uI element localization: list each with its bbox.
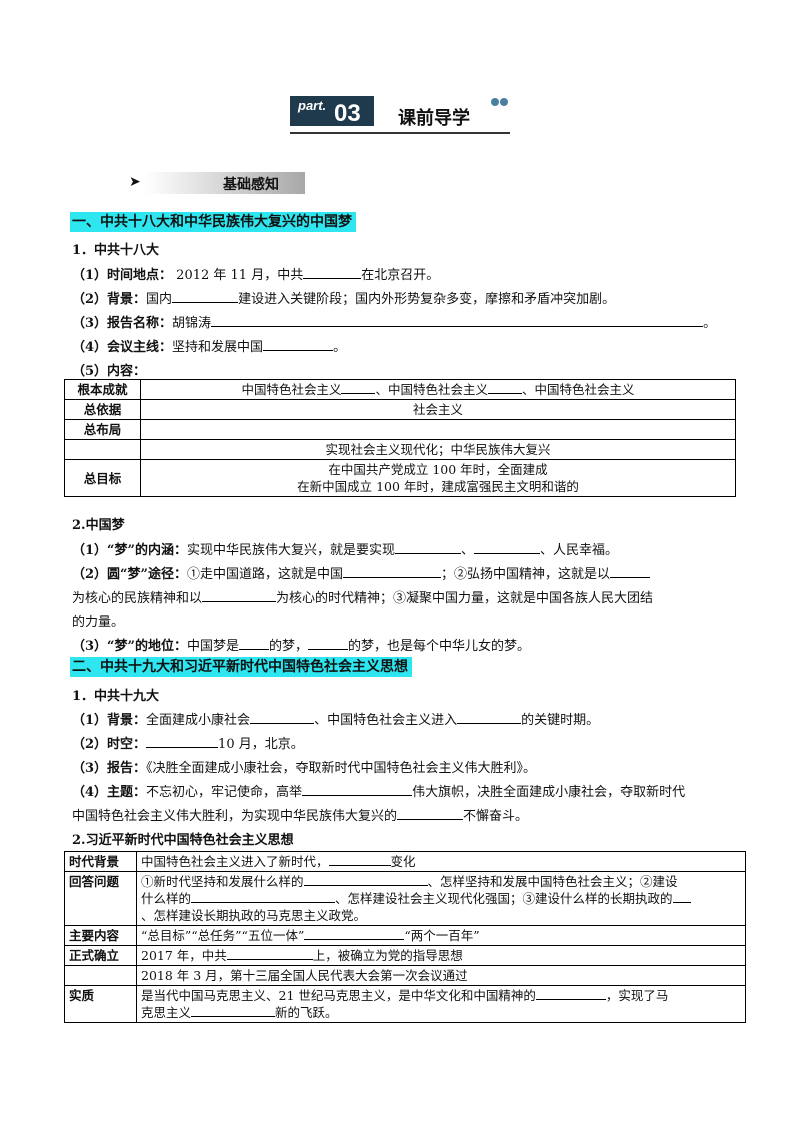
subheading: 1．中共十九大: [72, 689, 160, 704]
label: （3）报告名称：: [72, 316, 173, 331]
page-title: 课前导学: [398, 108, 470, 129]
table-row: 2018 年 3 月，第十三届全国人民代表大会第一次会议通过: [64, 965, 746, 986]
section-banner: ➤ 基础感知: [127, 172, 305, 194]
s2-table: 时代背景 中国特色社会主义进入了新时代，变化 回答问题 ①新时代坚持和发展什么样…: [64, 851, 746, 1023]
s1-dream-2: （2）圆“梦”途径：①走中国道路，这就是中国；②弘扬中国精神，这就是以: [72, 563, 651, 582]
s2-line-1: （1）背景：全面建成小康社会、中国特色社会主义进入的关键时期。: [72, 713, 600, 728]
subheading: 1．中共十八大: [72, 243, 160, 258]
part-number: 03: [334, 100, 361, 127]
decor-dots-icon: [490, 96, 510, 112]
s1-line-1: （1）时间地点： 2012 年 11 月，中共在北京召开。: [72, 266, 440, 283]
table-row: 时代背景 中国特色社会主义进入了新时代，变化: [64, 851, 746, 872]
table-row: 总布局: [64, 419, 736, 440]
s1-line-3: （3）报告名称：胡锦涛。: [72, 314, 717, 331]
table-row: 实质 是当代中国马克思主义、21 世纪马克思主义，是中华文化和中国精神的，实现了…: [64, 985, 746, 1023]
s1-line-5: （5）内容：: [72, 364, 147, 379]
s1-table: 根本成就 中国特色社会主义、中国特色社会主义、中国特色社会主义 总依据社会主义 …: [64, 379, 736, 497]
section-banner-title: 基础感知: [223, 177, 279, 193]
subheading: 2.习近平新时代中国特色社会主义思想: [72, 833, 294, 848]
s2-line-2: （2）时空：10 月，北京。: [72, 737, 304, 752]
part-header: part. 03 课前导学: [290, 96, 510, 138]
blank: [263, 338, 334, 351]
section-heading-2: 二、中共十九大和习近平新时代中国特色社会主义思想: [70, 657, 412, 677]
subheading: 2.中国梦: [72, 518, 125, 533]
table-row: 正式确立 2017 年，中共上，被确立为党的指导思想: [64, 945, 746, 966]
s2-line-3: （3）报告：《决胜全面建成小康社会，夺取新时代中国特色社会主义伟大胜利》。: [72, 761, 537, 776]
blank: [303, 266, 362, 279]
s2-line-4b: 中国特色社会主义伟大胜利，为实现中华民族伟大复兴的不懈奋斗。: [72, 809, 529, 824]
section-heading-1: 一、中共十八大和中华民族伟大复兴的中国梦: [70, 212, 356, 232]
table-row: 总目标 在中国共产党成立 100 年时，全面建成在新中国成立 100 年时，建成…: [64, 459, 736, 497]
table-row: 实现社会主义现代化；中华民族伟大复兴: [64, 439, 736, 460]
s1-line-2: （2）背景：国内建设进入关键阶段；国内外形势复杂多变，摩擦和矛盾冲突加剧。: [72, 290, 616, 307]
blank: [172, 290, 239, 303]
s2-line-4: （4）主题：不忘初心，牢记使命，高举伟大旗帜，决胜全面建成小康社会，夺取新时代: [72, 785, 686, 800]
table-row: 根本成就 中国特色社会主义、中国特色社会主义、中国特色社会主义: [64, 379, 736, 400]
header-rule: [290, 132, 510, 134]
part-label: part.: [298, 98, 327, 113]
s1-dream-1: （1）“梦”的内涵：实现中华民族伟大复兴，就是要实现、、人民幸福。: [72, 543, 619, 558]
table-row: 回答问题 ①新时代坚持和发展什么样的、怎样坚持和发展中国特色社会主义；②建设 什…: [64, 871, 746, 926]
s1-dream-2b: 为核心的民族精神和以为核心的时代精神；③凝聚中国力量，这就是中国各族人民大团结: [72, 591, 654, 606]
part-badge: [290, 96, 374, 126]
s1-line-4: （4）会议主线：坚持和发展中国。: [72, 338, 347, 355]
table-row: 主要内容 “总目标”“总任务”“五位一体”“两个一百年”: [64, 925, 746, 946]
s1-dream-3: （3）“梦”的地位：中国梦是的梦，的梦，也是每个中华儿女的梦。: [72, 639, 531, 654]
label: （4）会议主线：: [72, 340, 173, 355]
s1-dream-2c: 的力量。: [72, 615, 125, 630]
blank: [211, 314, 704, 327]
label: （2）背景：: [72, 292, 147, 307]
table-row: 总依据社会主义: [64, 399, 736, 420]
label: （1）时间地点：: [72, 268, 173, 283]
arrow-icon: ➤: [129, 174, 141, 190]
